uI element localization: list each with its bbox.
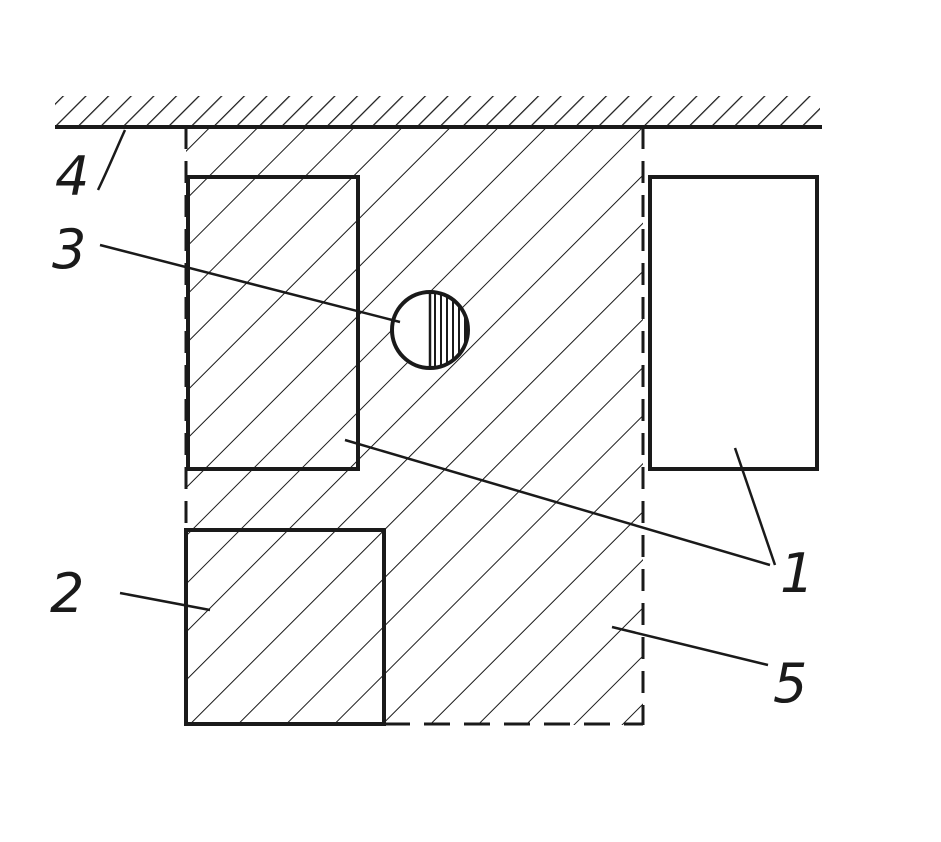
leader-1b — [733, 447, 777, 566]
ground-hatching — [55, 96, 820, 126]
leader-5 — [611, 625, 769, 667]
right-block — [648, 175, 819, 471]
lower-left-block — [184, 528, 386, 726]
label-5: 5 — [773, 652, 807, 715]
ball-outline — [390, 290, 470, 370]
housing-body — [184, 127, 645, 726]
ball — [390, 290, 470, 370]
housing-hatching — [186, 127, 643, 725]
label-4: 4 — [55, 145, 89, 208]
fixed-support — [55, 96, 822, 129]
label-1: 1 — [780, 542, 814, 605]
leader-lines — [96, 129, 777, 667]
label-3: 3 — [52, 218, 86, 281]
leader-1a — [344, 438, 771, 567]
leader-4 — [96, 129, 127, 191]
leader-3 — [99, 243, 401, 324]
upper-left-block — [186, 175, 360, 471]
label-2: 2 — [50, 562, 84, 625]
leader-2 — [119, 591, 211, 612]
